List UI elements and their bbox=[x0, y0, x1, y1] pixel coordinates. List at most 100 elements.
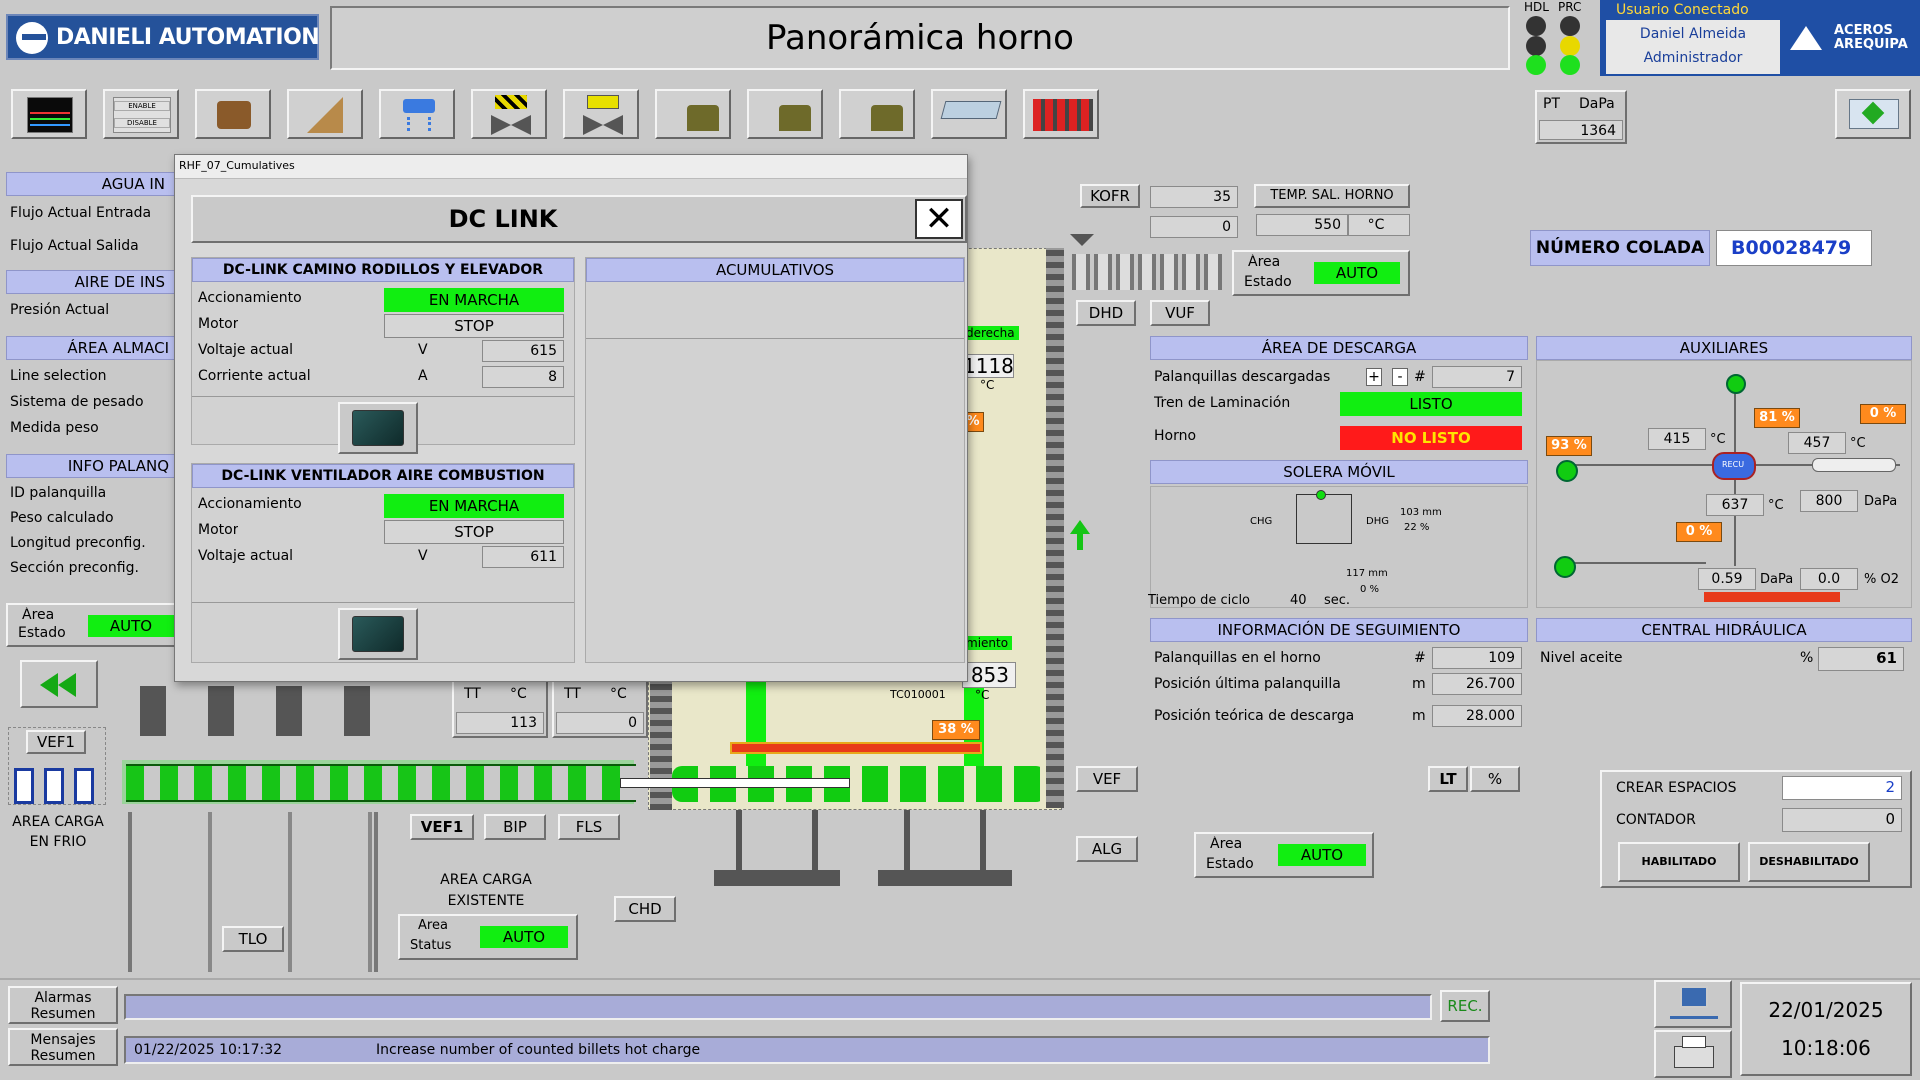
s1-motor-button[interactable] bbox=[338, 402, 418, 454]
oil-can-button-1[interactable] bbox=[655, 89, 731, 139]
area-status-auto: AUTO bbox=[480, 926, 568, 948]
vef1-button[interactable]: VEF1 bbox=[410, 814, 474, 840]
trend-chart-button[interactable] bbox=[11, 89, 87, 139]
roller-row bbox=[126, 764, 636, 802]
plus-button[interactable]: + bbox=[1366, 368, 1382, 386]
vuf-button[interactable]: VUF bbox=[1150, 300, 1210, 326]
motor-icon-2 bbox=[352, 616, 404, 652]
area-status-label2: Status bbox=[410, 938, 452, 953]
tlo-button[interactable]: TLO bbox=[222, 926, 284, 952]
water-tap-button[interactable] bbox=[379, 89, 455, 139]
cold-stand-3 bbox=[276, 686, 302, 736]
furnace-area-label: Área bbox=[1248, 254, 1281, 270]
prc-lamp-2 bbox=[1560, 36, 1580, 56]
bottom-area-label: Área bbox=[1210, 836, 1243, 852]
dialog-close-button[interactable]: ✕ bbox=[915, 199, 963, 239]
bip-button[interactable]: BIP bbox=[484, 814, 546, 840]
aux-457: 457 bbox=[1788, 432, 1846, 454]
flujo-salida-label: Flujo Actual Salida bbox=[10, 238, 139, 254]
vef-button[interactable]: VEF bbox=[1076, 766, 1138, 792]
chd-button[interactable]: CHD bbox=[614, 896, 676, 922]
exit-button[interactable] bbox=[1835, 89, 1911, 139]
up-arrow-icon bbox=[1070, 520, 1090, 534]
solera-box bbox=[1296, 494, 1352, 544]
s1-voltaje-label: Voltaje actual bbox=[198, 342, 294, 358]
colada-value: B00028479 bbox=[1716, 230, 1872, 266]
page-title: Panorámica horno bbox=[766, 18, 1074, 58]
valve-open-button[interactable] bbox=[563, 89, 639, 139]
drafting-tools-icon bbox=[307, 97, 343, 133]
rec-button[interactable]: REC. bbox=[1440, 990, 1490, 1022]
alarm-bar bbox=[124, 994, 1432, 1020]
hdl-lamp-1 bbox=[1526, 16, 1546, 36]
bottom-mm: 117 mm bbox=[1346, 568, 1388, 579]
id-palanquilla-label: ID palanquilla bbox=[10, 485, 107, 501]
palanquillas-hash: # bbox=[1414, 369, 1426, 385]
enable-text: ENABLE bbox=[114, 101, 170, 111]
vef1-left-label[interactable]: VEF1 bbox=[26, 730, 86, 754]
down-triangle-icon bbox=[1070, 234, 1094, 246]
aceros-arequipa-logo: ACEROS AREQUIPA bbox=[1780, 0, 1920, 76]
water-drops bbox=[407, 117, 431, 131]
seguimiento-header: INFORMACIÓN DE SEGUIMIENTO bbox=[1150, 618, 1528, 642]
dialog-titlebar[interactable]: RHF_07_Cumulatives bbox=[175, 155, 967, 179]
valve-yellow-body bbox=[491, 115, 511, 135]
aux-800: 800 bbox=[1800, 490, 1858, 512]
hdl-prc-indicators: HDL PRC bbox=[1518, 0, 1592, 76]
seg-row3-unit: m bbox=[1412, 708, 1426, 724]
alarmas-button[interactable]: Alarmas Resumen bbox=[8, 986, 118, 1024]
kofr-label[interactable]: KOFR bbox=[1080, 184, 1140, 208]
dhg-label: DHG bbox=[1366, 516, 1389, 527]
dc-link-dialog: RHF_07_Cumulatives DC LINK ✕ DC-LINK CAM… bbox=[174, 154, 968, 682]
alg-button[interactable]: ALG bbox=[1076, 836, 1138, 862]
tt2-value: 0 bbox=[556, 712, 644, 734]
user-role: Administrador bbox=[1643, 50, 1743, 66]
s2-motor-button[interactable] bbox=[338, 608, 418, 660]
hydraulic-pole-1 bbox=[736, 810, 742, 870]
mensajes-button[interactable]: Mensajes Resumen bbox=[8, 1028, 118, 1066]
recuperator-icon bbox=[1712, 452, 1756, 480]
valve-yellow-icon bbox=[495, 95, 527, 109]
crear-value[interactable]: 2 bbox=[1782, 776, 1902, 800]
rewind-button[interactable] bbox=[20, 660, 98, 708]
drafting-tools-button[interactable] bbox=[287, 89, 363, 139]
roller-rack bbox=[1072, 254, 1222, 290]
rewind-icon-right bbox=[58, 673, 76, 697]
medida-peso-label: Medida peso bbox=[10, 420, 99, 436]
hydraulic-pole-4 bbox=[980, 810, 986, 870]
fls-button[interactable]: FLS bbox=[558, 814, 620, 840]
left-auto-status: AUTO bbox=[88, 615, 174, 637]
deshabilitado-button[interactable]: DESHABILITADO bbox=[1748, 842, 1870, 882]
hydraulic-pole-3 bbox=[904, 810, 910, 870]
enable-disable-button[interactable]: ENABLE DISABLE bbox=[103, 89, 179, 139]
solera-panel bbox=[1150, 486, 1528, 608]
network-cable bbox=[1670, 1016, 1718, 1019]
dhd-button[interactable]: DHD bbox=[1076, 300, 1136, 326]
s2-voltaje-unit: V bbox=[418, 548, 428, 564]
tt-box-2: TT °C 0 bbox=[552, 680, 648, 738]
dc-link-section-1: DC-LINK CAMINO RODILLOS Y ELEVADOR Accio… bbox=[191, 257, 575, 454]
area-label: Área bbox=[22, 607, 55, 623]
habilitado-button[interactable]: HABILITADO bbox=[1618, 842, 1740, 882]
printer-button[interactable] bbox=[1654, 1030, 1732, 1078]
prc-lamp-1 bbox=[1560, 16, 1580, 36]
aceros-arequipa-icon bbox=[1790, 26, 1822, 50]
s1-corriente-label: Corriente actual bbox=[198, 368, 311, 384]
tools-button[interactable] bbox=[195, 89, 271, 139]
danieli-logo-swoosh bbox=[22, 34, 46, 40]
valve-yellow-button[interactable] bbox=[471, 89, 547, 139]
minus-button[interactable]: - bbox=[1392, 368, 1408, 386]
tools-icon bbox=[217, 101, 251, 129]
danieli-logo: DANIELI AUTOMATION bbox=[6, 14, 319, 60]
hdl-label: HDL bbox=[1524, 0, 1549, 14]
oil-can-button-3[interactable] bbox=[839, 89, 915, 139]
bench-button[interactable] bbox=[931, 89, 1007, 139]
oil-can-button-2[interactable] bbox=[747, 89, 823, 139]
area-status-label1: Area bbox=[418, 918, 448, 933]
roller-table-button[interactable] bbox=[1023, 89, 1099, 139]
left-area-estado: Área Estado AUTO bbox=[6, 603, 176, 647]
horno-status: NO LISTO bbox=[1340, 426, 1522, 450]
derecha-unit: °C bbox=[980, 378, 995, 392]
nivel-unit: % bbox=[1800, 650, 1814, 666]
network-button[interactable] bbox=[1654, 980, 1732, 1028]
